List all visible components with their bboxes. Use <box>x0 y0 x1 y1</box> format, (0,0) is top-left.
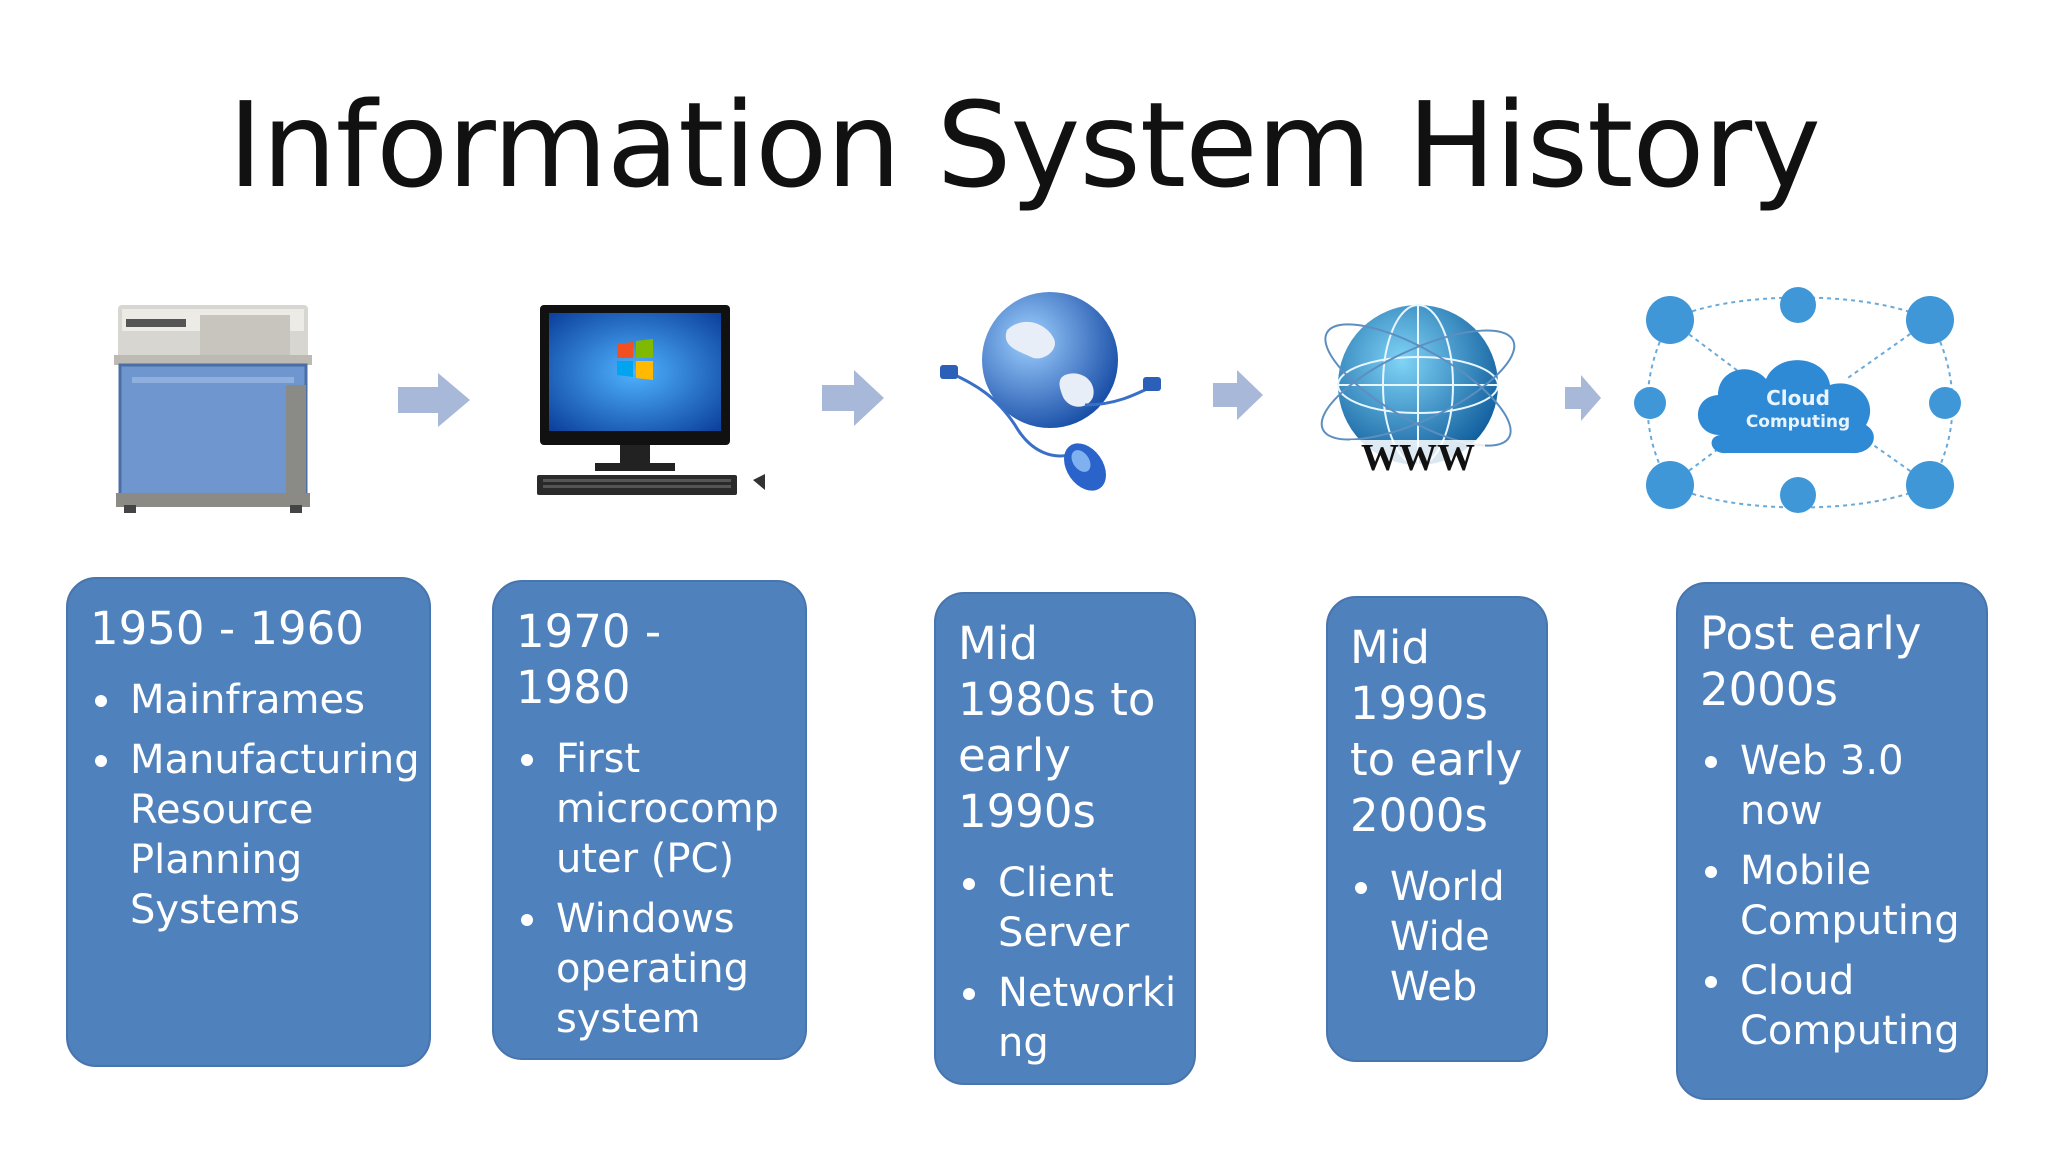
era-item: Cloud Computing <box>1700 956 1966 1056</box>
era-item: ERP <box>958 1078 1174 1128</box>
era-period: Mid 1990s to early 2000s <box>1350 621 1523 842</box>
desktop-computer-image <box>535 300 765 500</box>
era-period: Post early 2000s <box>1700 607 1922 716</box>
arrow-right-icon <box>398 373 470 427</box>
era-item: Mainframes <box>90 675 409 725</box>
era-box-1950: 1950 - 1960 Mainframes Manufacturing Res… <box>66 577 431 1067</box>
era-box-mid-1990s: Mid 1990s to early 2000s World Wide Web <box>1326 596 1548 1062</box>
era-item: World Wide Web <box>1350 862 1526 1012</box>
era-item: Manufacturing Resource Planning Systems <box>90 735 420 935</box>
slide-title: Information System History <box>228 76 1821 214</box>
era-period: 1950 - 1960 <box>90 602 364 655</box>
era-item: Mobile Computing <box>1700 846 1966 946</box>
arrow-right-icon <box>1565 375 1601 421</box>
www-label: WWW <box>1361 437 1475 479</box>
cloud-computing-image: Cloud Computing <box>1630 285 1965 515</box>
cloud-label: Cloud <box>1766 386 1830 410</box>
arrow-right-icon <box>1213 370 1263 420</box>
era-box-post-2000s: Post early 2000s Web 3.0 now Mobile Comp… <box>1676 582 1988 1100</box>
era-box-1970: 1970 - 1980 First microcomp uter (PC) Wi… <box>492 580 807 1060</box>
arrow-right-icon <box>822 370 884 426</box>
www-globe-image: WWW <box>1310 290 1525 505</box>
era-period: 1970 - 1980 <box>516 605 662 714</box>
era-box-mid-1980s: Mid 1980s to early 1990s Client Server N… <box>934 592 1196 1126</box>
era-item: Client Server <box>958 858 1174 958</box>
computing-label: Computing <box>1746 412 1850 432</box>
era-item: Networki ng <box>958 968 1176 1068</box>
era-item: First microcomp uter (PC) <box>516 734 785 884</box>
era-item: Web 3.0 now <box>1700 736 1966 836</box>
mainframe-image <box>110 295 315 515</box>
networked-globe-image <box>935 285 1165 510</box>
era-period: Mid 1980s to early 1990s <box>958 617 1156 838</box>
era-item: Windows operating system <box>516 894 785 1044</box>
